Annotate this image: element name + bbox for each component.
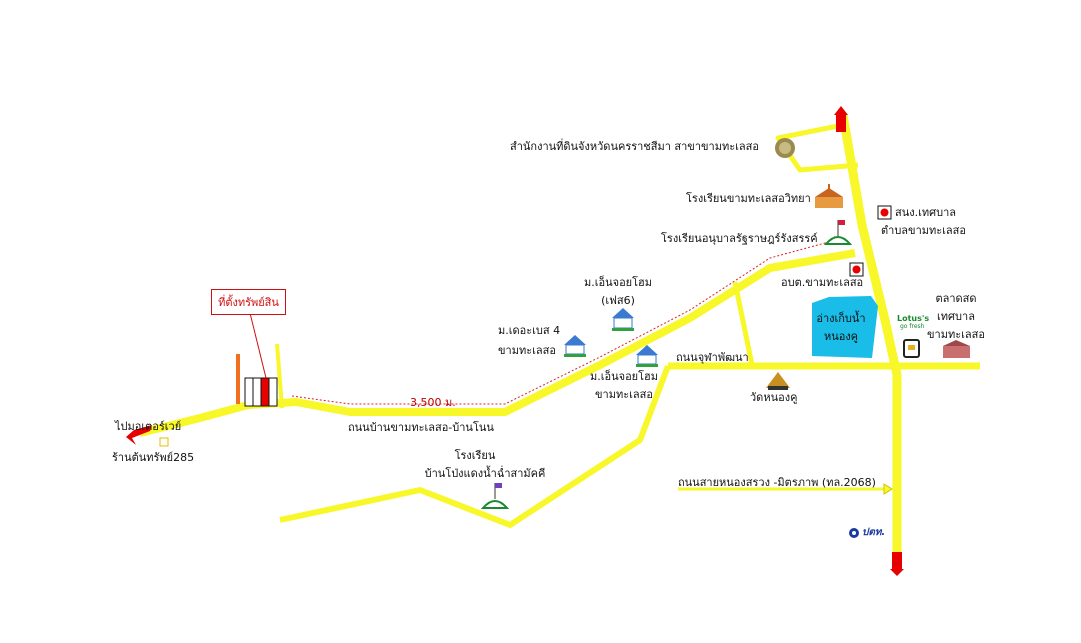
kham-school-label: โรงเรียนขามทะเลสอวิทยา [686, 192, 811, 205]
land-office-label: สำนักงานที่ดินจังหวัดนครราชสีมา สาขาขามท… [510, 140, 759, 153]
school-2-label-1: โรงเรียน [454, 449, 496, 462]
road-lower [279, 364, 671, 528]
reservoir-label-1: อ่างเก็บน้ำ [816, 312, 866, 325]
municipality-marker-icon [877, 205, 892, 220]
market-label-1: ตลาดสด [935, 292, 977, 305]
reservoir-shape [812, 296, 878, 358]
arrow-north [834, 106, 848, 115]
wat-label: วัดหนองคู [750, 391, 798, 404]
ptt-logo-icon [849, 528, 859, 538]
enjoy-home-house-icon [636, 345, 658, 367]
lotus-store-icon [903, 339, 920, 358]
motorway-arrow-icon [126, 425, 152, 445]
the-base-label-1: ม.เดอะเบส 4 [498, 324, 561, 337]
road-main-vertical [838, 114, 902, 570]
kindergarten-label: โรงเรียนอนุบาลรัฐราษฎร์รังสรรค์ [661, 232, 818, 245]
dashed-route [291, 239, 837, 405]
enjoy-home-label-2: ขามทะเลสอ [595, 388, 653, 401]
shop-285-label: ร้านต้นทรัพย์285 [112, 451, 195, 464]
temple-icon [766, 372, 790, 390]
market-icon [943, 340, 970, 358]
municipality-label-1: สนง.เทศบาล [895, 206, 956, 219]
reservoir-label-2: หนองคู [823, 330, 859, 343]
school-2-gate-icon [480, 483, 510, 509]
market-label-3: ขามทะเลสอ [927, 328, 985, 341]
lotus-sub-label: go fresh [900, 323, 925, 330]
the-base-house-icon [564, 335, 586, 357]
enjoy-home-label-1: ม.เอ็นจอยโฮม [589, 370, 658, 383]
distance-label: 3,500 ม. [410, 396, 456, 409]
shop-marker [159, 437, 169, 447]
obt-marker-icon [849, 262, 864, 277]
land-office-seal-icon [775, 138, 795, 158]
highway-2068-label: ถนนสายหนองสรวง -มิตรภาพ (ทล.2068) [678, 476, 876, 489]
enjoy-home-6-label-1: ม.เอ็นจอยโฮม [583, 276, 652, 289]
ptt-label: ปตท. [862, 527, 886, 538]
property-callout: ที่ตั้งทรัพย์สิน [211, 289, 286, 315]
road-property-vertical [275, 343, 284, 409]
marker-north [836, 115, 846, 132]
arrow-highway-2068 [883, 483, 893, 495]
property-parcels [244, 377, 278, 407]
road-ban-kham [139, 249, 856, 437]
kindergarten-gate-icon [823, 220, 853, 245]
arrow-south [890, 569, 904, 576]
school-building-icon [815, 184, 843, 208]
to-motorway-label: ไปมอเตอร์เวย์ [115, 420, 182, 433]
obt-label: อบต.ขามทะเลสอ [781, 276, 864, 289]
lotus-label: Lotus's [897, 314, 930, 323]
enjoy-home-6-house-icon [612, 308, 634, 331]
road-side-1 [732, 281, 755, 366]
school-2-label-2: บ้านโป่งแดงน้ำฉ่ำสามัคคี [424, 467, 546, 480]
juthaphatthana-road-label: ถนนจุฬาพัฒนา [676, 351, 749, 364]
property-leader-line [249, 312, 267, 379]
enjoy-home-6-label-2: (เฟส6) [601, 294, 635, 307]
municipality-label-2: ตำบลขามทะเลสอ [881, 224, 966, 237]
parcel-orange [236, 354, 240, 404]
the-base-label-2: ขามทะเลสอ [498, 344, 556, 357]
ban-kham-road-label: ถนนบ้านขามทะเลสอ-บ้านโนน [348, 421, 494, 434]
marker-south [892, 552, 902, 569]
market-label-2: เทศบาล [937, 310, 975, 323]
